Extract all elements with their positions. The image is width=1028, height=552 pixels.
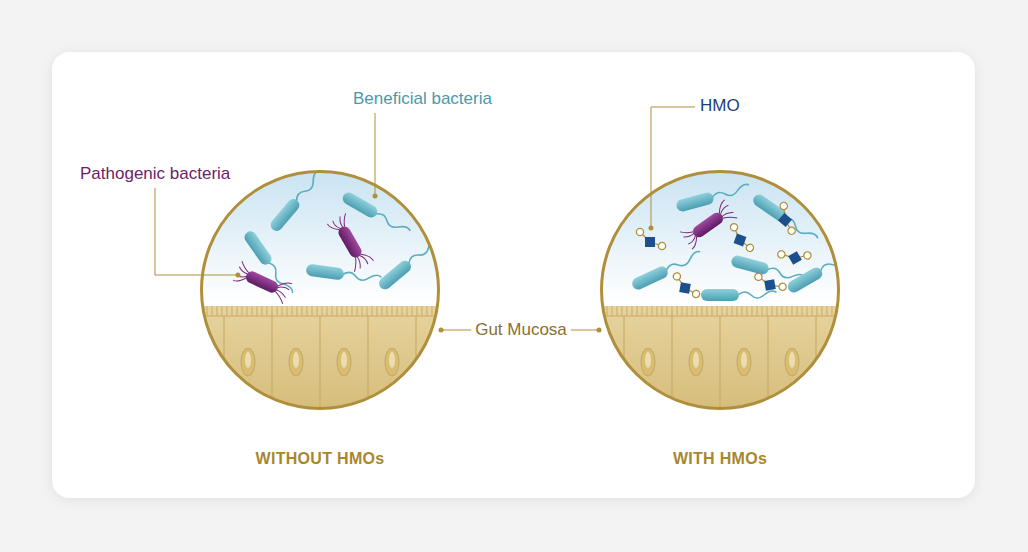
- leader-dot: [373, 194, 378, 199]
- hmo-molecule: [670, 272, 702, 298]
- hmo-molecule: [754, 269, 786, 295]
- pathogenic-bacterium: [680, 200, 738, 250]
- hmo-molecule: [725, 223, 760, 253]
- hmo-molecule: [636, 228, 665, 249]
- circle-illustration: [200, 170, 440, 410]
- beneficial-bacterium: [675, 182, 751, 213]
- leader-line: [155, 188, 238, 275]
- pathogenic-bacterium: [233, 261, 292, 304]
- leader-line: [651, 107, 695, 228]
- beneficial-bacterium: [377, 234, 440, 291]
- beneficial-bacterium: [305, 263, 381, 285]
- hmo-molecule: [770, 201, 806, 236]
- circle-illustration: [600, 170, 840, 410]
- beneficial-bacterium: [242, 229, 295, 297]
- beneficial-label: Beneficial bacteria: [353, 89, 492, 109]
- leader-dot: [649, 226, 654, 231]
- beneficial-bacterium: [751, 192, 819, 245]
- circle-outline: [602, 172, 839, 409]
- beneficial-bacterium: [341, 190, 412, 238]
- hmo-molecule: [776, 238, 812, 271]
- gut-view-circle: WITHOUT HMOs: [200, 170, 440, 472]
- gut-mucosa-label: Gut Mucosa: [475, 320, 567, 340]
- leader-dot: [236, 273, 241, 278]
- leader-dot: [439, 328, 444, 333]
- leader-line: [441, 330, 471, 331]
- gut-mucosa: [200, 306, 440, 410]
- beneficial-bacterium: [630, 249, 703, 292]
- beneficial-bacterium: [701, 289, 776, 301]
- panel-caption: WITHOUT HMOs: [200, 450, 440, 468]
- gut-mucosa: [600, 306, 840, 410]
- card: [52, 52, 975, 498]
- leader-line: [571, 330, 599, 331]
- pathogenic-bacterium: [327, 213, 374, 272]
- leader-dot: [597, 328, 602, 333]
- gut-view-circle: WITH HMOs: [600, 170, 840, 472]
- circle-outline: [202, 172, 439, 409]
- leader-line: [375, 113, 376, 196]
- hmo-label: HMO: [700, 96, 740, 116]
- panel-caption: WITH HMOs: [600, 450, 840, 468]
- pathogenic-label: Pathogenic bacteria: [80, 164, 230, 184]
